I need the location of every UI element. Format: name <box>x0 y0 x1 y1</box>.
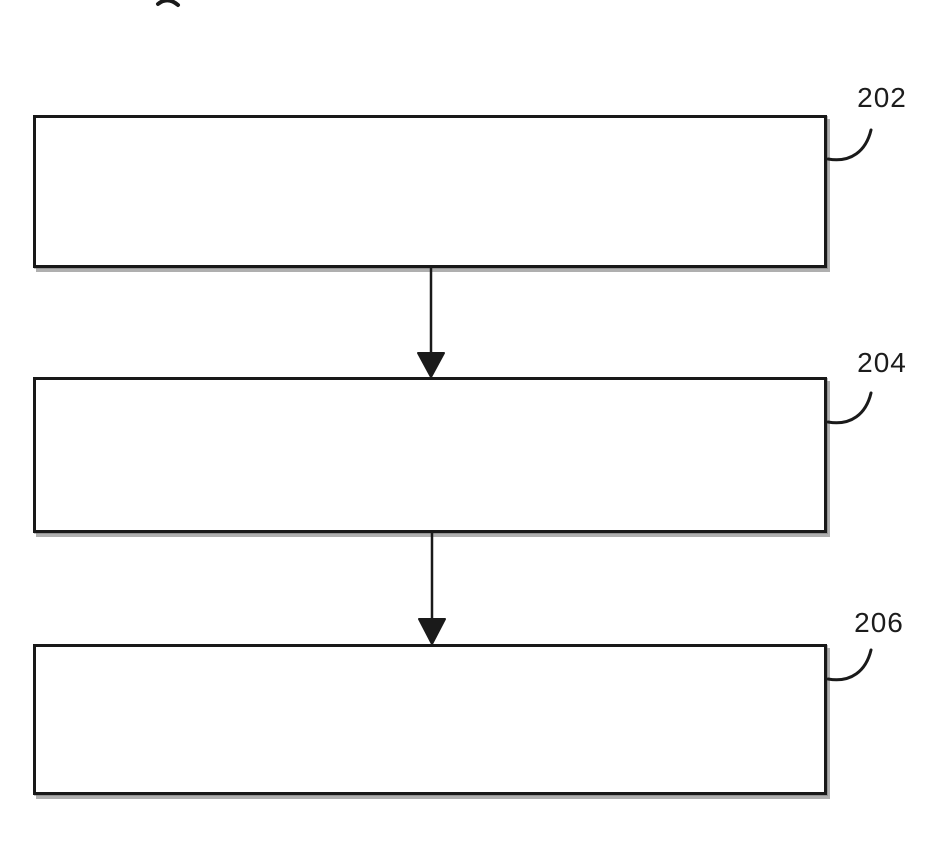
down-arrow-204-206 <box>418 531 446 645</box>
arrowhead-icon <box>417 352 445 378</box>
down-arrow-202-204 <box>417 266 445 378</box>
flow-box-204 <box>33 377 827 533</box>
leader-line-202 <box>826 128 873 162</box>
flow-box-202 <box>33 115 827 268</box>
top-edge-cutoff-mark <box>156 0 180 7</box>
ref-label-206: 206 <box>854 607 904 638</box>
arrowhead-icon <box>418 618 446 645</box>
leader-line-204 <box>826 391 873 425</box>
flow-box-206 <box>33 644 827 795</box>
leader-line-206 <box>826 648 873 682</box>
ref-label-204: 204 <box>857 347 907 378</box>
ref-label-202: 202 <box>857 82 907 113</box>
